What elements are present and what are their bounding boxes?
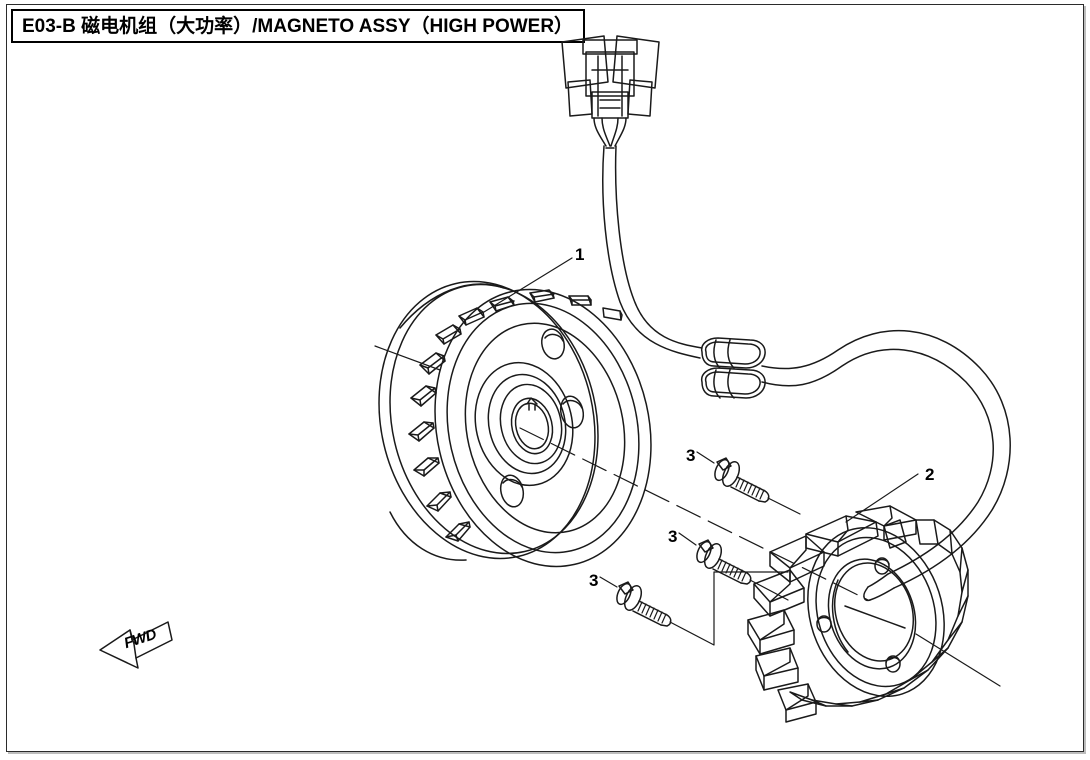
wire-harness [602, 145, 1011, 602]
callout-3-middle-label: 3 [668, 527, 678, 546]
stator-coil-assembly [747, 505, 969, 723]
cable-grommet-clamp [700, 337, 766, 399]
stator-lamination-teeth [789, 519, 969, 707]
diagram-title-box: E03-B 磁电机组（大功率）/MAGNETO ASSY（HIGH POWER） [11, 9, 586, 43]
fwd-arrow-icon [99, 621, 173, 669]
flange-bolt-top [714, 457, 770, 503]
stator-pole-windings [747, 505, 917, 723]
flange-bolt-middle [696, 539, 752, 585]
callout-2-label: 2 [925, 465, 935, 484]
flange-bolt-bottom [616, 581, 672, 627]
wire-connector-plug [561, 35, 660, 147]
callout-3-bottom-label: 3 [589, 571, 599, 590]
magneto-rotor-flywheel [378, 280, 652, 568]
page-title: E03-B 磁电机组（大功率）/MAGNETO ASSY（HIGH POWER） [22, 15, 574, 37]
callout-3-top-label: 3 [686, 446, 696, 465]
stator-mounting-holes [816, 557, 901, 673]
callout-1-label: 1 [575, 245, 585, 264]
leader-lines [374, 257, 1001, 687]
reluctor-teeth [408, 289, 623, 542]
centerline-axis [519, 427, 869, 601]
